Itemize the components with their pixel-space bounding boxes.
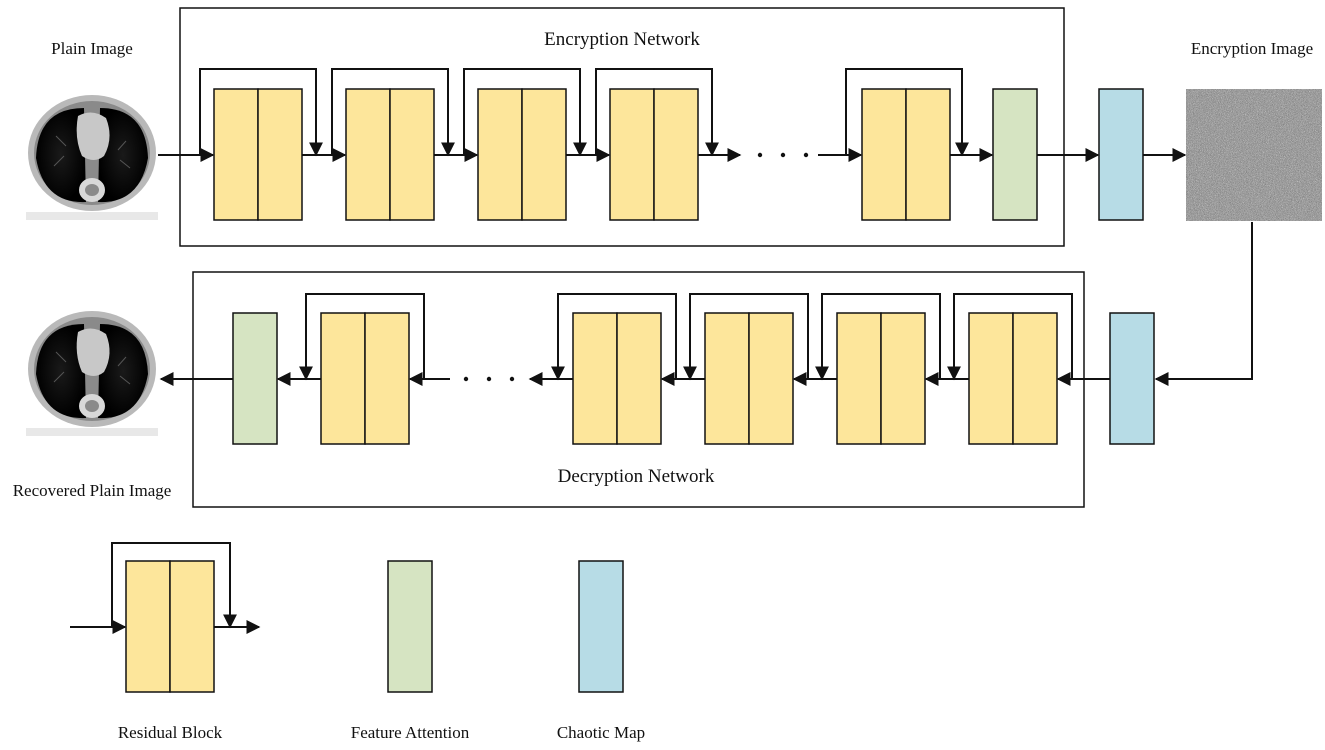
decryption-feature-attention-block <box>232 312 278 445</box>
encryption-feature-attention-block <box>992 88 1038 221</box>
residual-block <box>861 88 951 221</box>
legend-feature-attention: Feature Attention <box>351 560 470 742</box>
residual-block <box>320 312 410 445</box>
legend: Residual Block Feature Attention Chaotic… <box>70 542 645 742</box>
decryption-ellipsis <box>463 376 515 382</box>
decryption-network-frame <box>192 271 1085 508</box>
encryption-to-decryption-connector <box>1154 222 1253 386</box>
residual-block <box>345 88 435 221</box>
residual-block <box>704 312 794 445</box>
encryption-network-title: Encryption Network <box>544 29 700 50</box>
residual-block <box>609 88 699 221</box>
encryption-chaotic-map-block <box>1098 88 1144 221</box>
legend-feature-attention-label: Feature Attention <box>351 723 470 742</box>
residual-block <box>836 312 926 445</box>
residual-block <box>572 312 662 445</box>
legend-chaotic-map: Chaotic Map <box>557 560 645 742</box>
residual-block <box>477 88 567 221</box>
encryption-residual-blocks <box>213 88 951 221</box>
encryption-network-frame <box>179 7 1065 247</box>
decryption-skip-connections <box>299 293 1073 381</box>
legend-residual-block-label: Residual Block <box>118 723 223 742</box>
encryption-skip-connections <box>199 68 969 157</box>
residual-block <box>968 312 1058 445</box>
plain-image-ct-icon <box>25 85 159 221</box>
encryption-ellipsis <box>757 152 809 158</box>
residual-block <box>213 88 303 221</box>
decryption-network-title: Decryption Network <box>558 466 715 487</box>
encryption-image-label: Encryption Image <box>1191 39 1313 58</box>
legend-residual-block: Residual Block <box>70 542 261 742</box>
recovered-image-ct-icon <box>25 301 159 437</box>
plain-image-label: Plain Image <box>51 39 133 58</box>
encryption-image-noise-icon <box>1186 89 1322 221</box>
decryption-chaotic-map-block <box>1109 312 1155 445</box>
legend-chaotic-map-label: Chaotic Map <box>557 723 645 742</box>
recovered-plain-image-label: Recovered Plain Image <box>13 481 172 500</box>
